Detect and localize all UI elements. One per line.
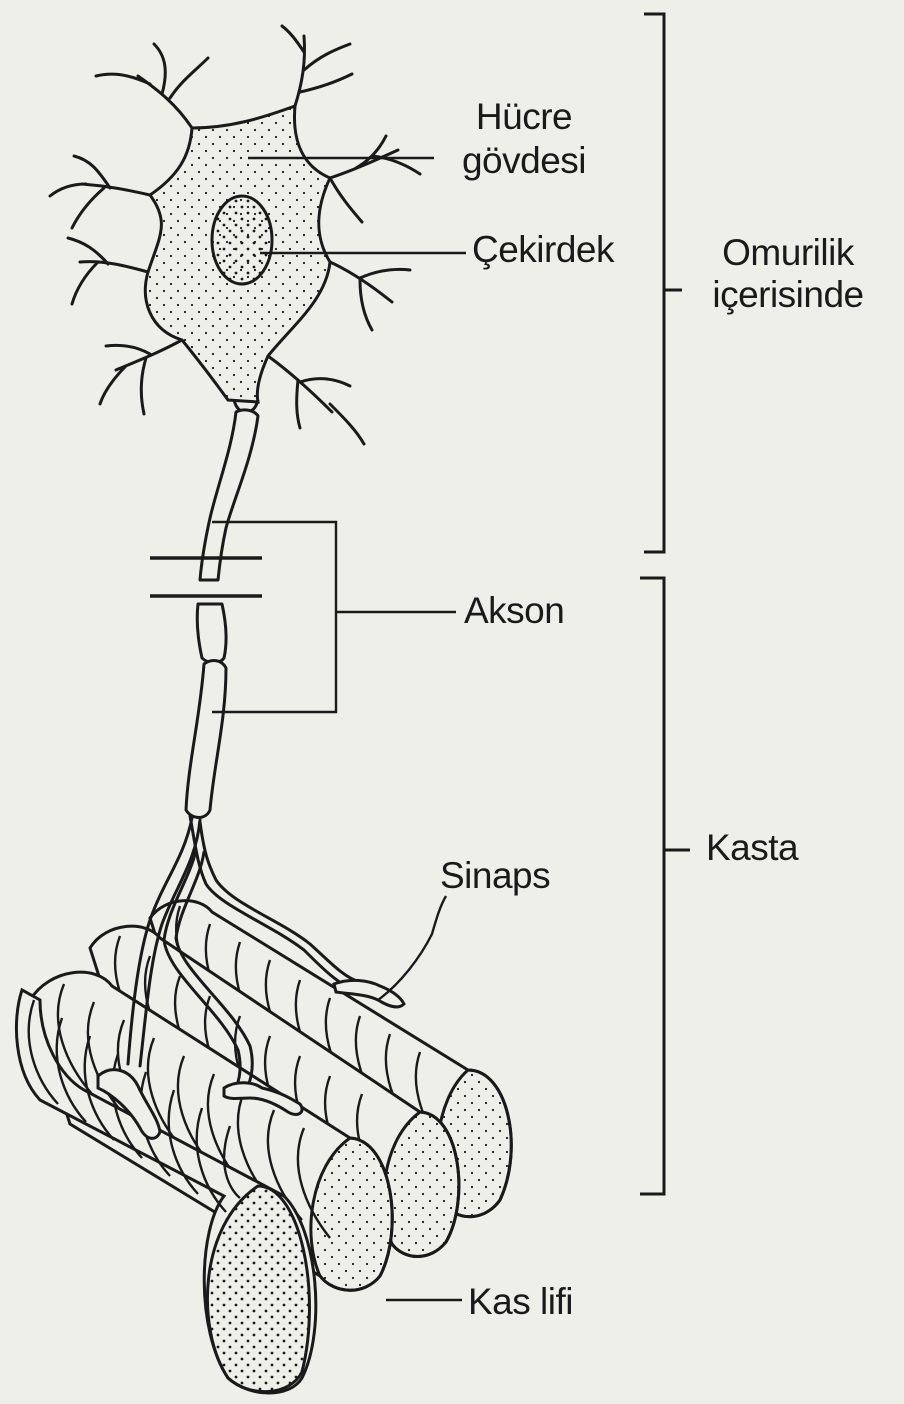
bracket-in-muscle — [640, 578, 664, 1194]
axon-label: Akson — [464, 591, 564, 631]
synapse-label: Sinaps — [440, 856, 550, 896]
cell-body-label: Hücre gövdesi — [444, 95, 604, 183]
nucleus-label: Çekirdek — [472, 230, 614, 270]
spinal-cord-label-line2: içerisinde — [688, 274, 888, 316]
spinal-cord-label-line1: Omurilik — [688, 232, 888, 274]
muscle-fibers — [16, 901, 511, 1393]
bracket-spinal-cord — [644, 14, 664, 552]
nucleus — [212, 196, 272, 284]
cell-body-label-line2: gövdesi — [444, 139, 604, 183]
in-muscle-label: Kasta — [706, 828, 798, 868]
axon — [150, 400, 262, 818]
cell-body-label-line1: Hücre — [444, 95, 604, 139]
spinal-cord-label: Omurilik içerisinde — [688, 232, 888, 316]
muscle-fiber-label: Kas lifi — [468, 1282, 573, 1322]
brackets — [640, 14, 690, 1194]
